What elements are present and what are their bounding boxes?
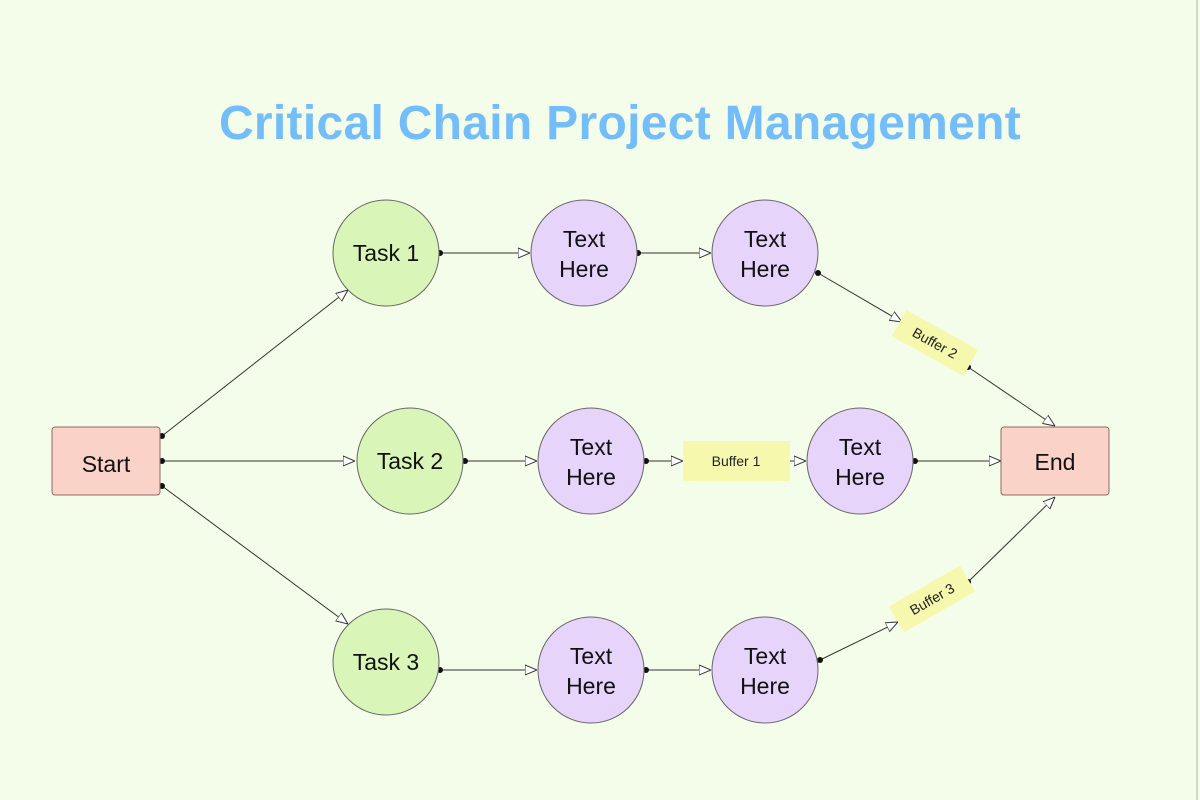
activity-label-line: Here: [566, 464, 616, 490]
task1-node[interactable]: Task 1: [332, 199, 440, 307]
connector-buffer2-end: [967, 366, 1055, 426]
task2-label: Task 2: [377, 448, 443, 474]
start-node[interactable]: Start: [51, 426, 161, 496]
start-label: Start: [82, 451, 131, 477]
connector-start-task1: [161, 290, 348, 437]
task1-label: Task 1: [353, 240, 419, 266]
activity-label-line: Here: [566, 673, 616, 699]
buffer1-label: Buffer 1: [712, 453, 761, 469]
activity-label-line: Here: [740, 256, 790, 282]
activity-label-line: Here: [559, 256, 609, 282]
diagram-title: Critical Chain Project Management: [218, 97, 1022, 150]
end-label: End: [1035, 449, 1076, 475]
activity-label-line: Text: [570, 643, 613, 669]
activity-label-line: Here: [835, 464, 885, 490]
frame-border: [1196, 0, 1198, 800]
activity-label-line: Text: [744, 226, 787, 252]
activity-label-line: Text: [744, 643, 787, 669]
connectors: [161, 253, 1055, 670]
task3-node[interactable]: Task 3: [332, 608, 440, 716]
end-node[interactable]: End: [1000, 426, 1110, 496]
activity-label-line: Here: [740, 673, 790, 699]
task2-node[interactable]: Task 2: [356, 407, 464, 515]
buffer2-node[interactable]: Buffer 2: [891, 310, 979, 376]
task3-label: Task 3: [353, 649, 419, 675]
connector-start-task3: [161, 485, 348, 624]
activity-label-line: Text: [570, 434, 613, 460]
activity-label-line: Text: [839, 434, 882, 460]
activity-label-line: Text: [563, 226, 606, 252]
connector-buffer3-end: [967, 497, 1055, 583]
buffer1-node[interactable]: Buffer 1: [683, 441, 790, 481]
connector-activity2-buffer2: [817, 272, 902, 322]
buffer3-node[interactable]: Buffer 3: [888, 565, 976, 633]
connector-activity6-buffer3: [819, 622, 898, 661]
